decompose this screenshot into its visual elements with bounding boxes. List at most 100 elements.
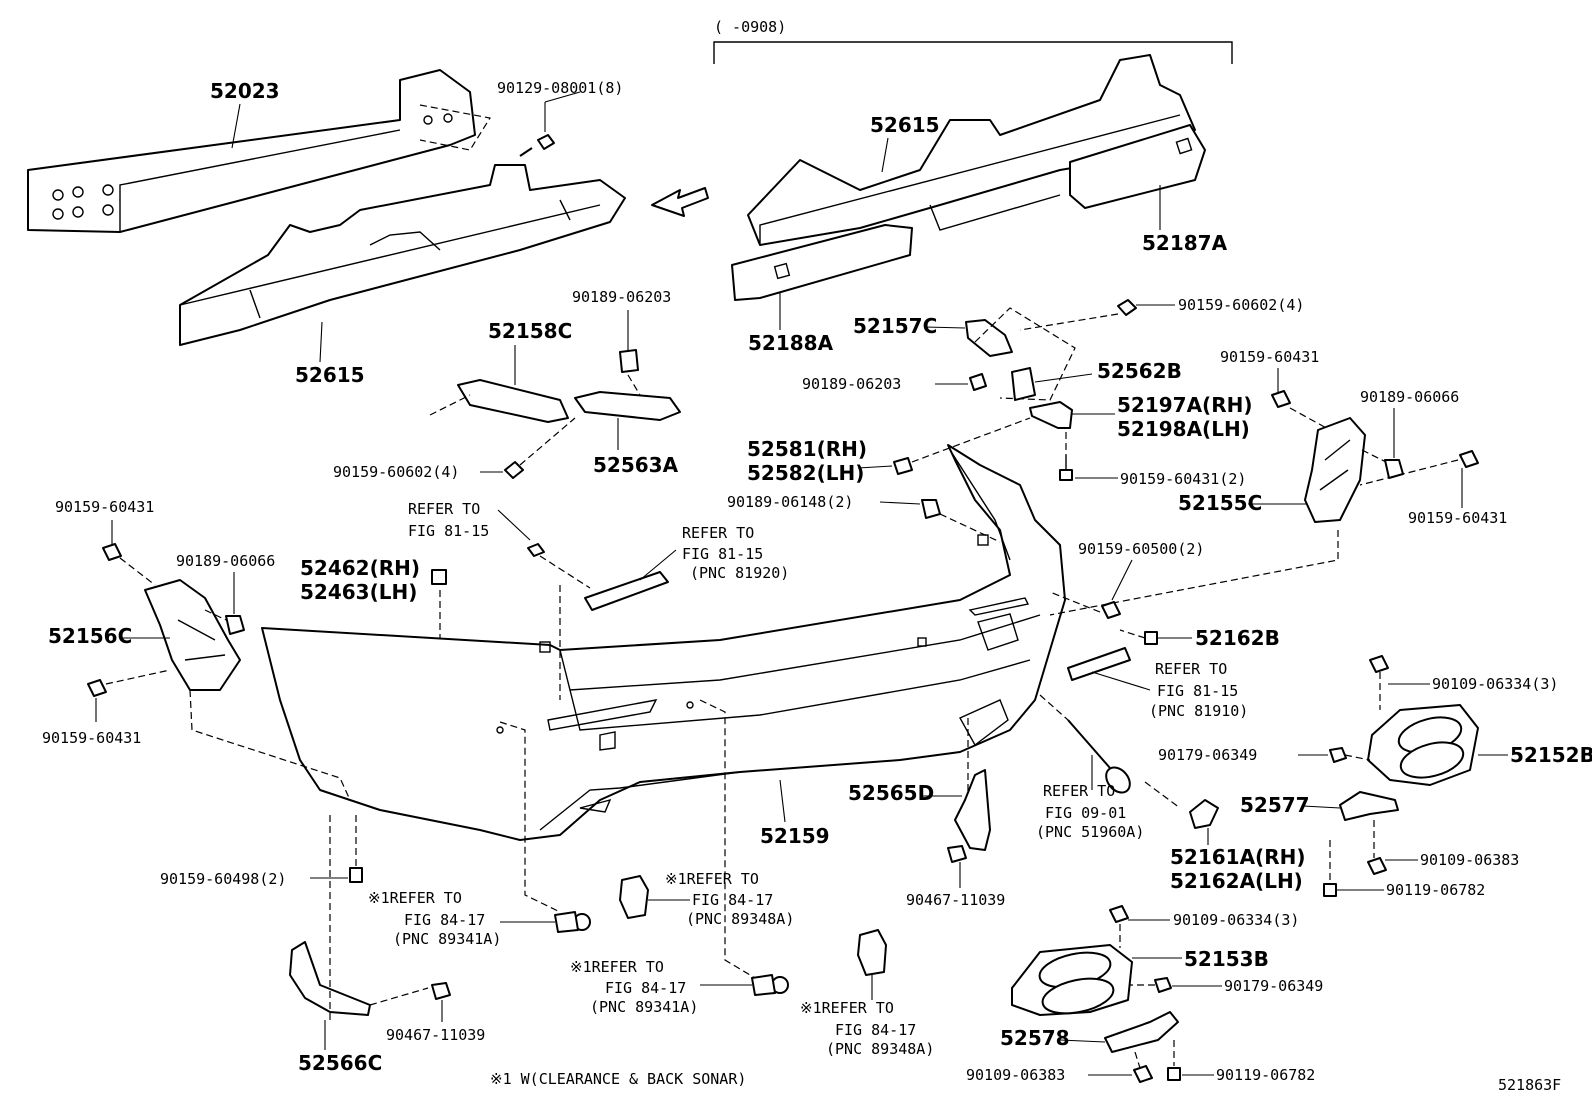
- guide-sonar-a: [499, 721, 561, 913]
- energy-absorber-52615-right[interactable]: [747, 54, 1196, 246]
- bolt-90159-60500[interactable]: [1101, 601, 1121, 619]
- refer-fig-84-17-pnc-89341a-a[interactable]: ※1REFER TO FIG 84-17 (PNC 89341A): [368, 889, 501, 948]
- clip-90467-11039-left[interactable]: [431, 982, 451, 1000]
- label-90467-11039-right: 90467-11039: [906, 891, 1005, 909]
- reflector-81910[interactable]: [1067, 647, 1131, 681]
- label-90189-06203-left: 90189-06203: [572, 288, 671, 306]
- sonar-bracket-b[interactable]: [857, 929, 887, 976]
- bumper-cover-52159[interactable]: [261, 444, 1066, 841]
- exhaust-tip-52152b[interactable]: [1367, 704, 1479, 786]
- bolt-90119-06782-bottom[interactable]: [1167, 1067, 1181, 1081]
- date-range-label: ( -0908): [714, 18, 786, 36]
- reflector-81920[interactable]: [584, 571, 669, 611]
- towing-eye[interactable]: [1067, 719, 1135, 797]
- nut-90189-06203-left[interactable]: [619, 349, 639, 373]
- bracket-guide: [974, 307, 1076, 401]
- label-52188a: 52188A: [748, 331, 834, 355]
- sonar-bracket-a[interactable]: [619, 875, 649, 919]
- label-90159-60431-top-right: 90159-60431: [1220, 348, 1319, 366]
- label-52162a-lh: 52162A(LH): [1170, 869, 1303, 893]
- clip-refer-81-15-a[interactable]: [527, 543, 545, 557]
- date-range-bracket: ( -0908): [713, 18, 1233, 64]
- label-90109-06334-3-bottom: 90109-06334(3): [1173, 911, 1299, 929]
- refer-fig-09-01[interactable]: REFER TO FIG 09-01 (PNC 51960A): [1036, 782, 1144, 841]
- bracket-52157c[interactable]: [965, 319, 1013, 357]
- bolt-90159-60431-right[interactable]: [1459, 450, 1479, 468]
- refer-line: (PNC 89348A): [826, 1040, 934, 1058]
- clip-90179-06349-top[interactable]: [1329, 747, 1347, 763]
- label-52565d: 52565D: [848, 781, 934, 805]
- bracket-52577[interactable]: [1339, 791, 1399, 821]
- label-52582-lh: 52582(LH): [747, 461, 864, 485]
- refer-fig-81-15-a[interactable]: REFER TO FIG 81-15: [408, 500, 489, 540]
- bolt-90109-06383-top[interactable]: [1367, 857, 1387, 875]
- bolt-90159-60602-right[interactable]: [1117, 299, 1175, 316]
- refer-line: (PNC 51960A): [1036, 823, 1144, 841]
- nut-90189-06066-left[interactable]: [225, 615, 245, 635]
- bolt-90159-60498[interactable]: [349, 867, 363, 883]
- pad-52581-52582[interactable]: [893, 457, 913, 475]
- bolt-90159-60431-bottom-left[interactable]: [87, 679, 107, 697]
- label-52462-rh: 52462(RH): [300, 556, 420, 580]
- absorber-52188a[interactable]: [731, 224, 913, 301]
- bracket-52563a[interactable]: [574, 391, 681, 421]
- retainer-52197a-52198a[interactable]: [1029, 401, 1073, 429]
- clip-90179-06349-bottom[interactable]: [1154, 977, 1172, 993]
- label-90119-06782-bottom: 90119-06782: [1216, 1066, 1315, 1084]
- label-52162b: 52162B: [1195, 626, 1280, 650]
- bumper-reinforcement-52023[interactable]: [27, 69, 476, 233]
- bolt-90119-06782-top[interactable]: [1323, 883, 1337, 897]
- refer-fig-84-17-pnc-89348a-a[interactable]: ※1REFER TO FIG 84-17 (PNC 89348A): [665, 870, 794, 928]
- refer-fig-81-15-pnc-81920[interactable]: REFER TO FIG 81-15 (PNC 81920): [682, 524, 789, 582]
- bracket-52156c[interactable]: [144, 579, 241, 691]
- refer-line: ※1REFER TO: [570, 958, 664, 976]
- label-90159-60431-top-left: 90159-60431: [55, 498, 154, 516]
- clip-52562b[interactable]: [1011, 367, 1036, 401]
- cap-52162b[interactable]: [1144, 631, 1158, 645]
- sonar-sensor-b[interactable]: [751, 974, 789, 996]
- label-52159: 52159: [760, 824, 830, 848]
- bracket-52158c[interactable]: [457, 379, 569, 423]
- label-90467-11039-left: 90467-11039: [386, 1026, 485, 1044]
- refer-fig-84-17-pnc-89348a-b[interactable]: ※1REFER TO FIG 84-17 (PNC 89348A): [800, 999, 934, 1058]
- bolt-90159-60431-top-left[interactable]: [102, 543, 122, 561]
- label-52562b: 52562B: [1097, 359, 1182, 383]
- pad-52462-52463[interactable]: [431, 569, 447, 585]
- label-52463-lh: 52463(LH): [300, 580, 417, 604]
- label-90119-06782-top: 90119-06782: [1386, 881, 1485, 899]
- refer-line: (PNC 89348A): [686, 910, 794, 928]
- refer-fig-84-17-pnc-89341a-b[interactable]: ※1REFER TO FIG 84-17 (PNC 89341A): [570, 958, 698, 1016]
- clip-90189-06148[interactable]: [921, 499, 941, 519]
- absorber-52187a[interactable]: [1069, 124, 1206, 209]
- refer-line: REFER TO: [408, 500, 480, 518]
- refer-line: FIG 81-15: [1157, 682, 1238, 700]
- refer-line: ※1REFER TO: [800, 999, 894, 1017]
- bolt-90159-60431-2[interactable]: [1059, 455, 1073, 481]
- bolt-90159-60431-top-right[interactable]: [1271, 390, 1291, 408]
- bolt-90129-08001[interactable]: [519, 91, 581, 157]
- sonar-sensor-a[interactable]: [554, 911, 591, 933]
- refer-line: (PNC 89341A): [393, 930, 501, 948]
- bracket-52155c[interactable]: [1304, 417, 1366, 523]
- bolt-pattern-guide: [419, 104, 491, 151]
- exhaust-tip-52153b[interactable]: [1011, 944, 1133, 1019]
- label-52187a: 52187A: [1142, 231, 1228, 255]
- label-52198a-lh: 52198A(LH): [1117, 417, 1250, 441]
- label-90189-06148-2: 90189-06148(2): [727, 493, 853, 511]
- bolt-90159-60602-left[interactable]: [504, 461, 524, 479]
- bolt-90109-06334-bottom[interactable]: [1109, 905, 1129, 923]
- bolt-90109-06383-bottom[interactable]: [1133, 1065, 1153, 1083]
- mudguard-52566c[interactable]: [289, 941, 371, 1016]
- nut-90189-06203-right[interactable]: [935, 373, 987, 391]
- cover-52161a-52162a[interactable]: [1189, 799, 1219, 829]
- guide-sonar-b: [699, 699, 756, 979]
- mudguard-52565d[interactable]: [954, 769, 991, 851]
- label-52577: 52577: [1240, 793, 1310, 817]
- label-90159-60431-2: 90159-60431(2): [1120, 470, 1246, 488]
- refer-fig-81-15-pnc-81910[interactable]: REFER TO FIG 81-15 (PNC 81910): [1149, 660, 1248, 720]
- bracket-52578[interactable]: [1104, 1011, 1179, 1053]
- energy-absorber-52615-left[interactable]: [179, 164, 626, 346]
- bolt-90109-06334-top[interactable]: [1369, 655, 1389, 673]
- refer-line: REFER TO: [682, 524, 754, 542]
- clip-90467-11039-right[interactable]: [947, 845, 967, 863]
